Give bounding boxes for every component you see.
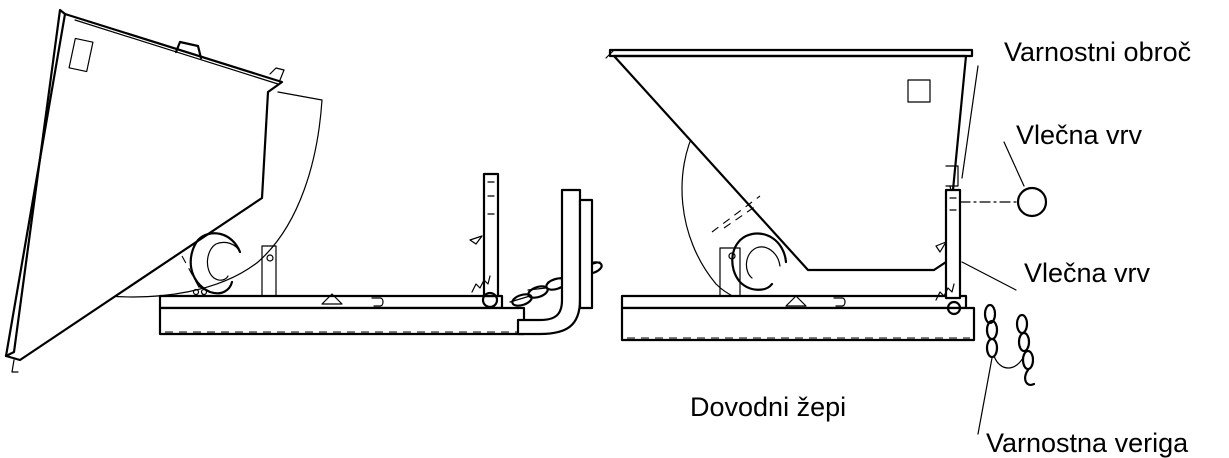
leader-lines: [961, 65, 1025, 435]
right-base-frame: [620, 294, 976, 342]
left-base-frame: [158, 288, 526, 336]
left-fork-bracket: [516, 188, 594, 336]
right-post-and-chain: [935, 188, 1036, 386]
left-post-and-chain: [469, 172, 603, 309]
label-fork-pockets: Dovodni žepi: [690, 392, 846, 422]
label-tow-rope-bottom: Vlečna vrv: [1024, 258, 1151, 288]
left-view-tipped-container: [4, 8, 323, 373]
right-view-upright-container: [605, 48, 974, 305]
label-tow-rope-top: Vlečna vrv: [1016, 120, 1143, 150]
label-safety-chain: Varnostna veriga: [986, 428, 1189, 458]
safety-ring-icon: [1016, 186, 1048, 218]
right-lifting-hook: [719, 232, 788, 297]
label-safety-ring: Varnostni obroč: [1004, 37, 1191, 67]
